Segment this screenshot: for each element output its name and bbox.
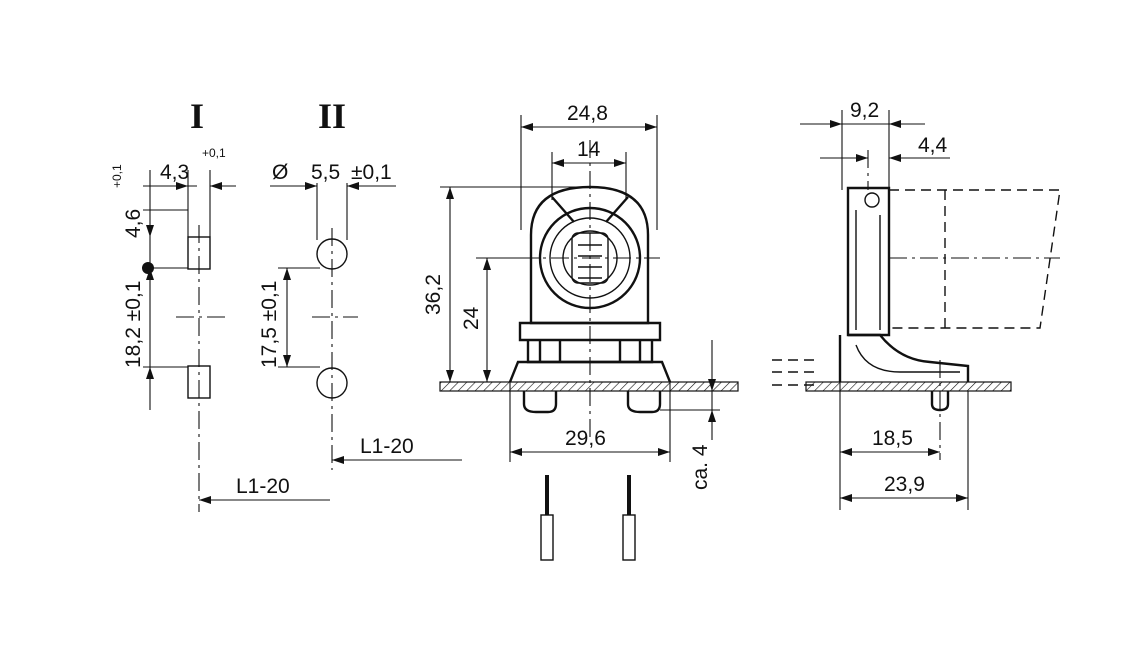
dim-height: 4,6	[122, 209, 145, 238]
side-view: 9,2 4,4 18,5 23,9	[772, 99, 1061, 510]
arrow	[708, 410, 716, 422]
arrow	[146, 268, 154, 280]
phantom-left	[772, 359, 820, 386]
arrow	[347, 182, 359, 190]
arrow	[889, 120, 901, 128]
dim-width-inner: 14	[577, 138, 601, 161]
arrow	[658, 448, 670, 456]
arrow	[446, 187, 454, 199]
dim-side-width: 9,2	[850, 99, 879, 122]
view-two-label: II	[318, 96, 346, 136]
wire-left	[540, 475, 554, 561]
arrow	[928, 448, 940, 456]
dim-base-1: 18,5	[872, 427, 913, 450]
arrow	[332, 456, 344, 464]
arrow	[830, 120, 842, 128]
arrow	[146, 367, 154, 379]
arrow	[614, 159, 626, 167]
dim-pitch-2: 17,5 ±0,1	[258, 281, 281, 368]
side-detail-lines	[855, 210, 881, 330]
arrow	[956, 494, 968, 502]
arrow	[708, 379, 716, 391]
arrow	[645, 123, 657, 131]
dim-diameter: 5,5	[311, 161, 340, 184]
arrow	[521, 123, 533, 131]
arrow	[146, 225, 154, 237]
arrow	[889, 154, 901, 162]
dim-dia-tol: ±0,1	[351, 161, 392, 184]
dim-base-2: 23,9	[884, 473, 925, 496]
view-one-label: I	[190, 96, 204, 136]
arrow	[283, 355, 291, 367]
lead-length-2: L1-20	[360, 435, 414, 458]
arrow	[283, 268, 291, 280]
side-mounting-plate	[805, 381, 1012, 392]
arrow	[483, 370, 491, 382]
side-clip	[930, 391, 950, 412]
phi-symbol: Ø	[272, 161, 288, 184]
side-rivet	[864, 192, 880, 208]
arrow	[199, 496, 211, 504]
side-foot-inner	[855, 344, 960, 373]
dim-pitch: 18,2 ±0,1	[122, 281, 145, 368]
arrow	[840, 494, 852, 502]
dim-height-total: 36,2	[422, 274, 445, 315]
front-view: 24,8 14 36,2 24 29,6 ca. 4	[422, 102, 739, 561]
arrow	[305, 182, 317, 190]
dim-height-center: 24	[460, 306, 483, 330]
dim-depth: ca. 4	[689, 444, 712, 490]
arrow	[840, 448, 852, 456]
base-ribs	[538, 340, 642, 362]
dim-width-base: 29,6	[565, 427, 606, 450]
tol-top: +0,1	[202, 146, 226, 160]
view-one: I 4,3 +0,1 4,6 +0,1 18,2 ±0,1 L1-20	[110, 96, 330, 512]
dim-width: 4,3	[160, 161, 189, 184]
dim-width-top: 24,8	[567, 102, 608, 125]
lead-length: L1-20	[236, 475, 290, 498]
dim-side-offset: 4,4	[918, 134, 948, 157]
housing-collar	[518, 321, 662, 342]
arrow	[856, 154, 868, 162]
view-two: II Ø 5,5 ±0,1 17,5 ±0,1 L1-20	[258, 96, 462, 470]
lamp-slot	[551, 196, 629, 223]
arrow	[552, 159, 564, 167]
wire-right	[622, 475, 636, 561]
mounting-plate	[439, 381, 739, 392]
side-foot	[838, 333, 970, 382]
clip-right	[626, 391, 662, 414]
side-body	[846, 186, 891, 337]
arrow	[446, 370, 454, 382]
datum-dot	[142, 262, 154, 274]
clip-left	[522, 391, 558, 414]
phantom-lamp	[889, 189, 1061, 329]
arrow	[510, 448, 522, 456]
arrow	[483, 258, 491, 270]
arrow	[210, 182, 222, 190]
tol-side: +0,1	[110, 164, 124, 188]
